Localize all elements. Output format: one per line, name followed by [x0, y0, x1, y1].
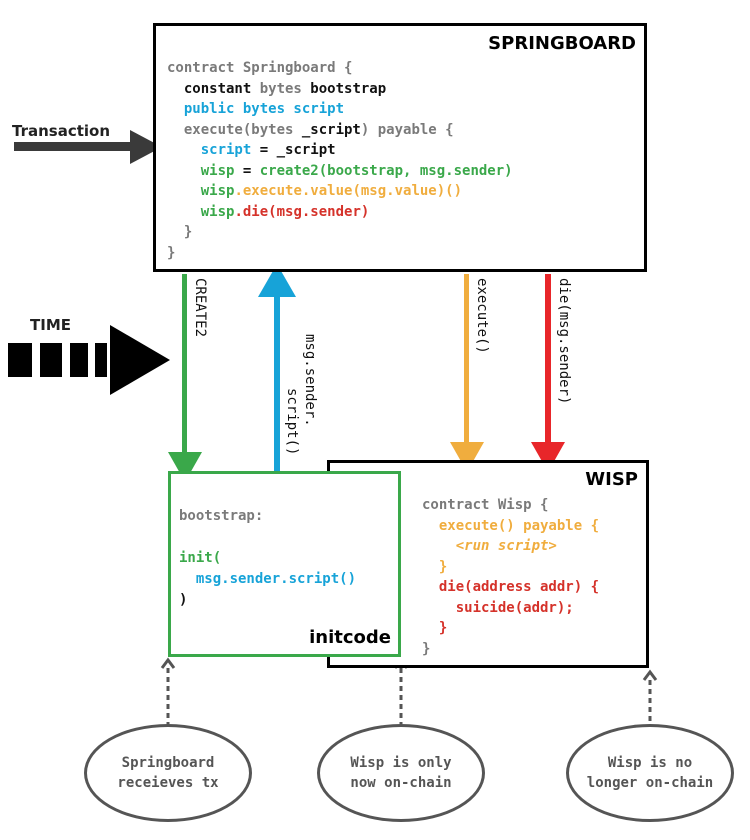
code-line: } [422, 620, 447, 636]
code-line: execute(bytes _script) payable { [167, 122, 454, 138]
code-line: ) [179, 592, 187, 608]
execute-arrow [450, 274, 484, 472]
code-token: bootstrap: [179, 508, 264, 524]
code-token: bytes [259, 80, 311, 97]
code-token: execute(bytes [167, 121, 302, 138]
code-token: execute() payable { [422, 517, 600, 534]
code-line: contract Wisp { [422, 497, 548, 513]
code-token: = [234, 162, 260, 179]
code-token: } [422, 640, 431, 657]
code-line: contract Springboard { [167, 60, 352, 76]
oval-line: longer on-chain [586, 775, 714, 791]
code-token: ) [179, 592, 188, 608]
code-token: <run script> [422, 538, 557, 554]
execute-label: execute() [474, 278, 490, 354]
code-line: } [422, 559, 447, 575]
code-token: wisp [167, 203, 235, 220]
oval-line: Wisp is only [350, 755, 452, 771]
code-token: bootstrap [310, 80, 387, 97]
initcode-title: initcode [309, 627, 391, 648]
code-line: bootstrap: [179, 508, 263, 524]
code-token: .die(msg.sender) [234, 203, 370, 220]
springboard-box: SPRINGBOARD contract Springboard { const… [153, 23, 647, 272]
code-token: contract Springboard { [167, 60, 353, 76]
springboard-title: SPRINGBOARD [488, 33, 636, 54]
dotted-connector-3 [642, 669, 658, 724]
initcode-box: bootstrap: init( msg.sender.script()) ini… [168, 471, 401, 657]
code-line: script = _script [167, 142, 336, 158]
code-line: constant bytes bootstrap [167, 81, 386, 97]
oval-springboard-receives-tx: Springboard receieves tx [84, 724, 252, 822]
transaction-label: Transaction [12, 122, 111, 140]
time-label: TIME [30, 316, 71, 334]
code-line: public bytes script [167, 101, 344, 117]
code-token: } [422, 558, 448, 575]
code-token: = _script [251, 142, 336, 158]
create2-label: CREATE2 [192, 278, 208, 338]
code-line: } [167, 245, 175, 261]
dotted-connector-2 [393, 657, 409, 724]
code-token: } [422, 620, 448, 636]
code-token: suicide(addr); [422, 599, 574, 616]
script-arrow [258, 264, 296, 473]
oval-wisp-off-chain: Wisp is no longer on-chain [566, 724, 734, 822]
code-line: <run script> [422, 538, 557, 554]
code-token: public bytes script [167, 101, 345, 117]
code-token: script [167, 142, 252, 158]
code-token: .execute.value(msg.value)() [234, 183, 463, 199]
code-token: } [167, 224, 193, 240]
code-token: ) payable { [360, 121, 454, 138]
code-line: wisp.die(msg.sender) [167, 203, 370, 220]
oval-line: Wisp is no [607, 755, 693, 771]
code-line: } [422, 641, 430, 657]
code-token: _script [301, 121, 361, 138]
code-token: wisp [167, 162, 235, 179]
die-label: die(msg.sender) [556, 278, 572, 405]
dotted-connector-1 [160, 657, 176, 724]
oval-wisp-on-chain: Wisp is only now on-chain [317, 724, 485, 822]
die-arrow [531, 274, 565, 472]
oval-line: now on-chain [350, 775, 452, 791]
wisp-title: WISP [585, 469, 638, 490]
code-line: wisp = create2(bootstrap, msg.sender) [167, 163, 513, 179]
code-token: create2(bootstrap, msg.sender) [259, 162, 513, 179]
code-line: suicide(addr); [422, 600, 574, 616]
script-call-label: script() [284, 388, 300, 456]
code-token: die(address addr) { [422, 579, 600, 595]
code-token: contract Wisp { [422, 497, 549, 513]
code-line: msg.sender.script() [179, 571, 356, 587]
code-line: } [167, 224, 192, 240]
code-token: msg.sender.script() [179, 571, 357, 587]
code-token: } [167, 244, 176, 261]
code-token: wisp [167, 183, 235, 199]
oval-line: receieves tx [117, 775, 219, 791]
code-line: wisp.execute.value(msg.value)() [167, 183, 462, 199]
msg-sender-label: msg.sender. [302, 334, 318, 427]
code-line: init( [179, 550, 221, 566]
code-token: init( [179, 550, 222, 566]
code-token: constant [167, 80, 260, 97]
time-arrow [8, 325, 170, 395]
oval-line: Springboard [121, 755, 215, 771]
transaction-arrow [14, 130, 162, 164]
code-line: execute() payable { [422, 518, 599, 534]
code-line: die(address addr) { [422, 579, 599, 595]
create2-arrow [168, 274, 202, 482]
